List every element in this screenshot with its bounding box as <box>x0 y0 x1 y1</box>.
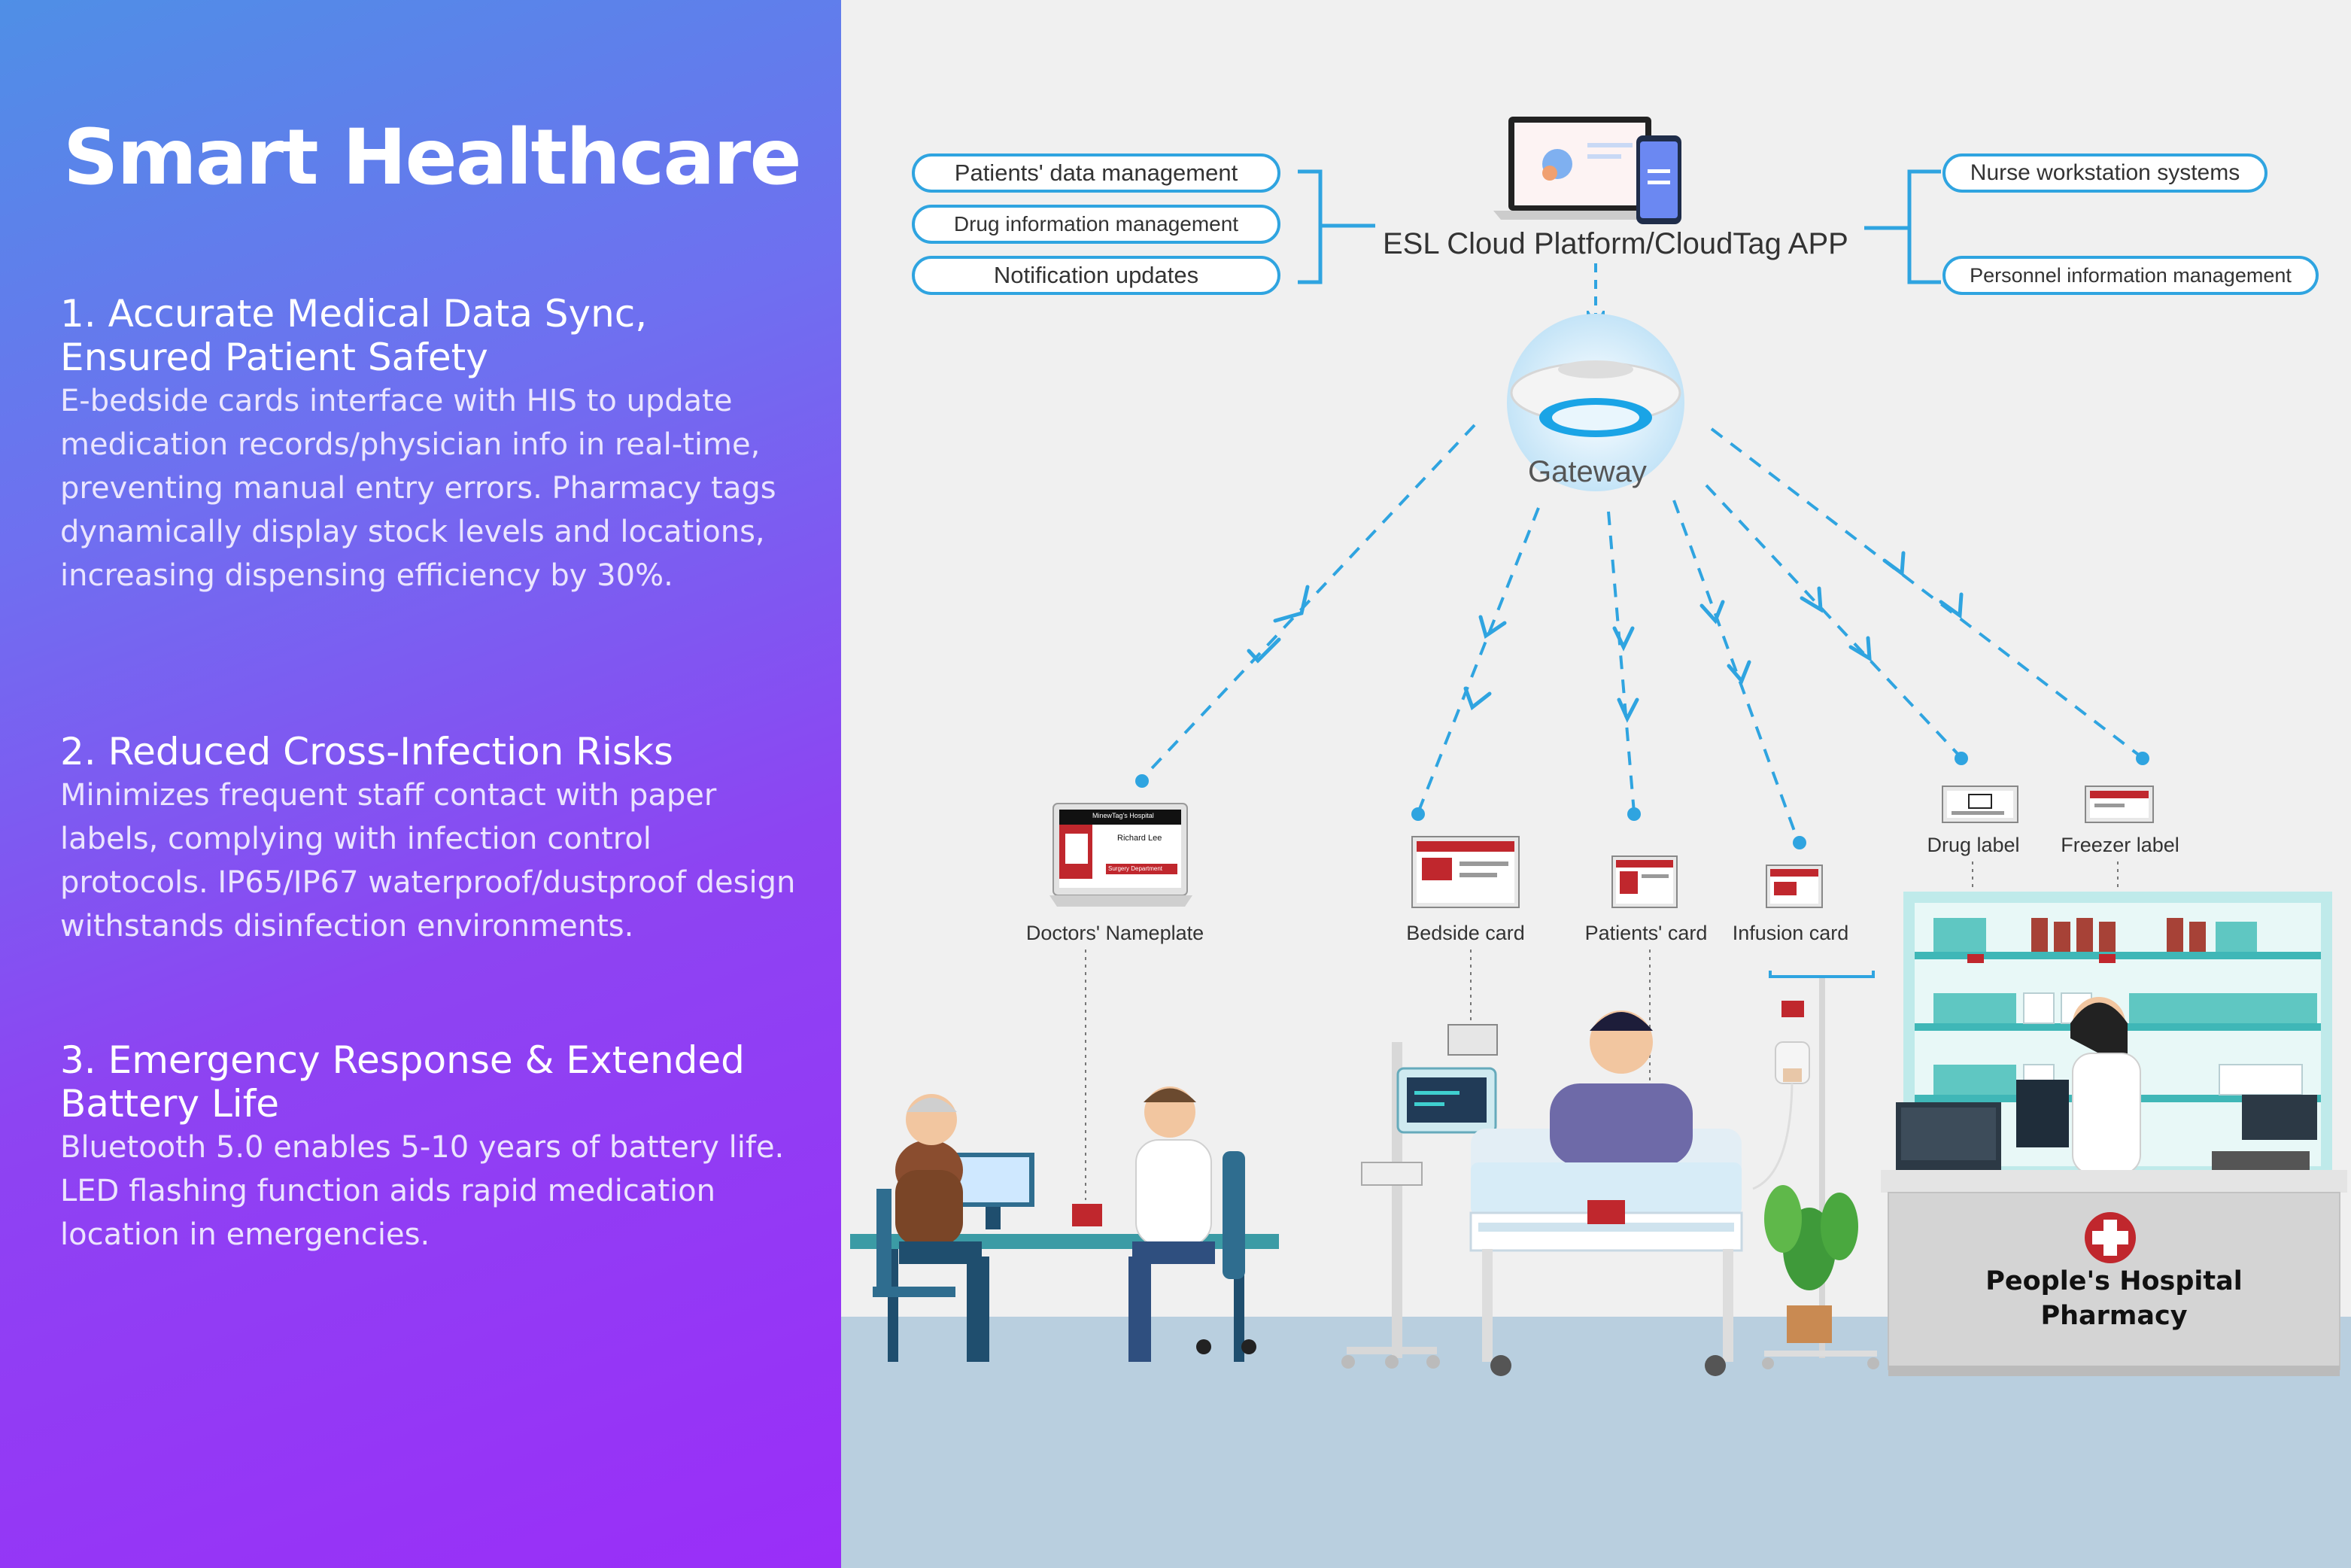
label-patients-card: Patients' card <box>1584 922 1708 944</box>
infusion-card-device <box>1766 865 1823 908</box>
drug-label-device <box>1942 786 2018 823</box>
section-body: Bluetooth 5.0 enables 5-10 years of batt… <box>60 1130 785 1252</box>
nameplate-hospital: MinewTag's Hospital <box>1092 812 1154 819</box>
pharmacy-sign-line2: Pharmacy <box>2040 1301 2188 1331</box>
page-title: Smart Healthcare <box>63 113 802 202</box>
pharmacist <box>2016 997 2141 1174</box>
pharmacy-counter <box>1881 1095 2347 1376</box>
freezer-label-device <box>2085 786 2154 823</box>
doctors-nameplate-device <box>1049 803 1192 907</box>
patients-card-device <box>1611 855 1678 908</box>
laptop-icon <box>1493 117 1666 220</box>
gateway-connections <box>1141 424 2142 842</box>
nameplate-doctor: Richard Lee <box>1117 834 1162 843</box>
right-bracket <box>1864 169 1941 284</box>
pharmacy-sign-line1: People's Hospital <box>1985 1266 2243 1296</box>
pill-notification-updates: Notification updates <box>912 256 1280 295</box>
endpoint-dots <box>1135 752 2149 849</box>
label-infusion-card: Infusion card <box>1732 922 1849 944</box>
nameplate-department: Surgery Department <box>1108 865 1163 872</box>
phone-icon <box>1636 135 1681 224</box>
consultation-scene <box>850 1086 1279 1362</box>
pill-patients-data: Patients' data management <box>912 153 1280 193</box>
section-body: E-bedside cards interface with HIS to up… <box>60 384 776 593</box>
hospital-bed <box>1447 1010 1743 1376</box>
bedside-card-device <box>1411 836 1520 908</box>
gateway-label: Gateway <box>1528 455 1647 488</box>
gateway-icon <box>1507 314 1684 491</box>
label-bedside-card: Bedside card <box>1406 922 1525 944</box>
label-doctors-nameplate: Doctors' Nameplate <box>1025 922 1204 944</box>
label-freezer-label: Freezer label <box>2061 834 2179 856</box>
benefit-section-1: 1. Accurate Medical Data Sync, Ensured P… <box>60 292 805 597</box>
platform-label: ESL Cloud Platform/CloudTag APP <box>1383 227 1848 260</box>
section-heading: 1. Accurate Medical Data Sync, Ensured P… <box>60 292 648 379</box>
pill-nurse-workstation: Nurse workstation systems <box>1942 153 2267 193</box>
label-drug-label: Drug label <box>1927 834 2020 856</box>
patient-monitor <box>1341 1042 1497 1369</box>
section-heading: 2. Reduced Cross-Infection Risks <box>60 730 673 773</box>
medical-cross-icon <box>2085 1212 2136 1263</box>
infusion-bracket <box>1769 971 1875 978</box>
potted-plant <box>1764 1185 1858 1343</box>
left-bracket <box>1298 169 1375 284</box>
left-panel: Smart Healthcare 1. Accurate Medical Dat… <box>0 0 841 1568</box>
benefit-section-2: 2. Reduced Cross-Infection Risks Minimiz… <box>60 730 805 948</box>
pill-drug-info: Drug information management <box>912 205 1280 244</box>
iv-pole <box>1752 978 1879 1369</box>
pill-personnel-info: Personnel information management <box>1942 256 2319 295</box>
pharmacy-sign: People's Hospital Pharmacy <box>1964 1264 2264 1333</box>
section-heading: 3. Emergency Response & Extended Battery… <box>60 1038 745 1126</box>
arrowheads <box>1247 551 1964 723</box>
section-body: Minimizes frequent staff contact with pa… <box>60 778 796 944</box>
benefit-section-3: 3. Emergency Response & Extended Battery… <box>60 1038 805 1257</box>
